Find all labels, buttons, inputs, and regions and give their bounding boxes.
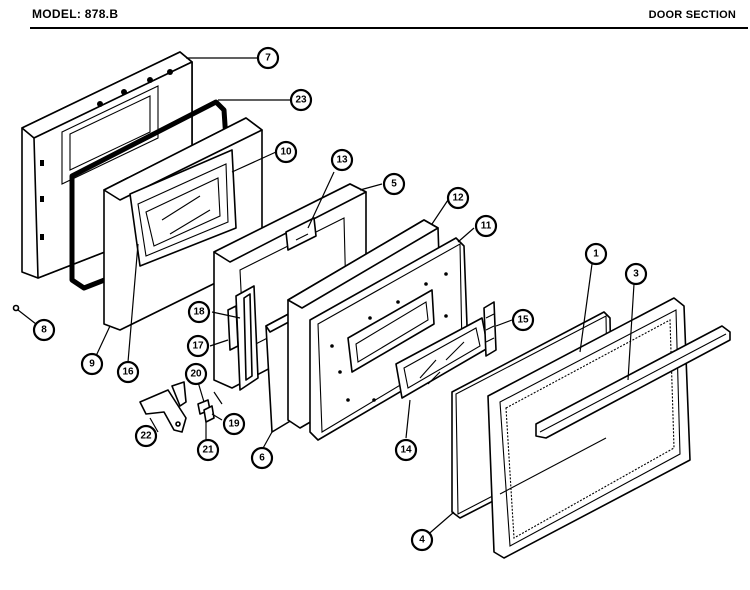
callout-22: 22 bbox=[134, 424, 158, 448]
callouts: 7 23 10 13 5 12 11 1 3 15 18 bbox=[32, 46, 648, 552]
callout-16-label: 16 bbox=[122, 367, 134, 378]
part-small-hardware bbox=[197, 391, 223, 423]
callout-14-label: 14 bbox=[400, 445, 412, 456]
callout-23: 23 bbox=[289, 88, 313, 112]
callout-13-label: 13 bbox=[336, 155, 348, 166]
model-label: MODEL: 878.B bbox=[32, 7, 119, 21]
part-clip-bracket bbox=[483, 301, 497, 357]
callout-16: 16 bbox=[116, 360, 140, 384]
part-screw bbox=[12, 304, 20, 312]
callout-18-label: 18 bbox=[193, 307, 205, 318]
callout-15-label: 15 bbox=[517, 315, 529, 326]
section-label: DOOR SECTION bbox=[648, 9, 736, 21]
callout-19-label: 19 bbox=[228, 419, 240, 430]
callout-9: 9 bbox=[80, 352, 104, 376]
callout-11-label: 11 bbox=[481, 221, 492, 232]
callout-20-label: 20 bbox=[190, 369, 202, 380]
callout-17: 17 bbox=[186, 334, 210, 358]
callout-5: 5 bbox=[382, 172, 406, 196]
part-hinge-arm bbox=[139, 381, 187, 433]
callout-4: 4 bbox=[410, 528, 434, 552]
callout-12-label: 12 bbox=[452, 193, 464, 204]
callout-10: 10 bbox=[274, 140, 298, 164]
callout-5-label: 5 bbox=[391, 179, 397, 190]
callout-6-label: 6 bbox=[259, 453, 265, 464]
callout-11: 11 bbox=[474, 214, 498, 238]
callout-21-label: 21 bbox=[202, 445, 214, 456]
callout-22-label: 22 bbox=[140, 431, 152, 442]
callout-14: 14 bbox=[394, 438, 418, 462]
callout-12: 12 bbox=[446, 186, 470, 210]
callout-1-label: 1 bbox=[593, 249, 599, 260]
callout-7-label: 7 bbox=[265, 53, 271, 64]
callout-13: 13 bbox=[330, 148, 354, 172]
callout-18: 18 bbox=[187, 300, 211, 324]
callout-23-label: 23 bbox=[295, 95, 307, 106]
callout-8: 8 bbox=[32, 318, 56, 342]
callout-15: 15 bbox=[511, 308, 535, 332]
part-front-door-frame bbox=[487, 297, 691, 559]
callout-9-label: 9 bbox=[89, 359, 95, 370]
callout-10-label: 10 bbox=[280, 147, 292, 158]
callout-17-label: 17 bbox=[192, 341, 204, 352]
part-door-handle bbox=[535, 325, 731, 439]
callout-7: 7 bbox=[256, 46, 280, 70]
callout-8-label: 8 bbox=[41, 325, 47, 336]
header-bar: MODEL: 878.B DOOR SECTION bbox=[0, 0, 750, 29]
callout-6: 6 bbox=[250, 446, 274, 470]
callout-4-label: 4 bbox=[419, 535, 425, 546]
callout-20: 20 bbox=[184, 362, 208, 386]
header-rule bbox=[30, 27, 748, 29]
callout-3-label: 3 bbox=[633, 269, 639, 280]
part-hinge-channel bbox=[227, 285, 259, 391]
callout-19: 19 bbox=[222, 412, 246, 436]
callout-21: 21 bbox=[196, 438, 220, 462]
leader-lines bbox=[17, 57, 635, 539]
callout-1: 1 bbox=[584, 242, 608, 266]
callout-3: 3 bbox=[624, 262, 648, 286]
